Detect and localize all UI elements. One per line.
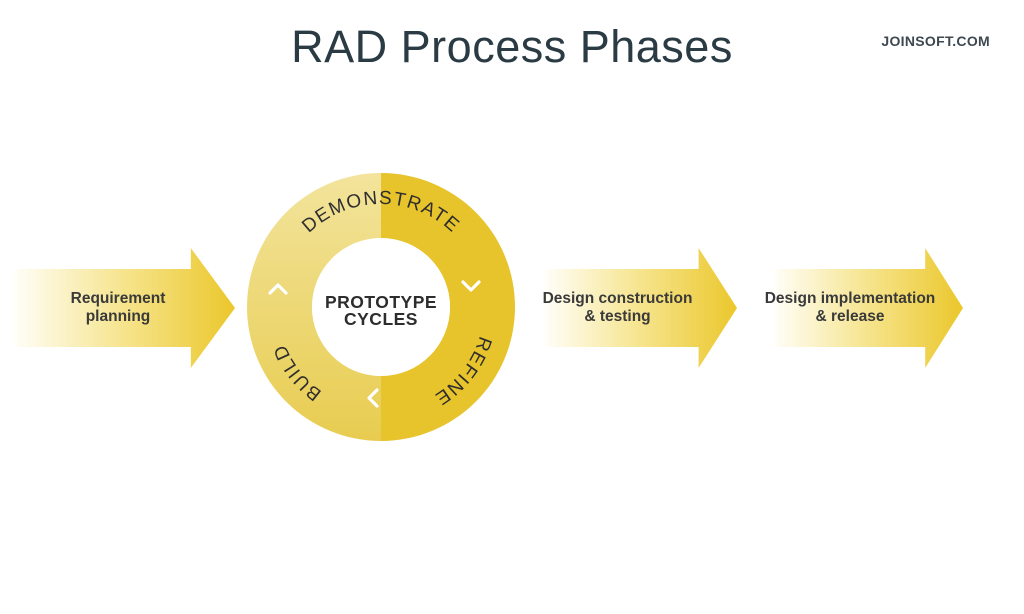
right-arrow-shape	[14, 248, 235, 368]
arrow-step-requirement-planning	[14, 248, 235, 368]
cycle-ring-left-half	[247, 173, 381, 441]
right-arrow-shape	[774, 248, 963, 368]
arrow-step-design-implementation	[774, 248, 963, 368]
step-label-line: Requirement	[70, 290, 166, 307]
step-label-line: Design construction	[542, 290, 693, 307]
step-label-line: Design implementation	[764, 290, 936, 307]
step-label-line: & testing	[584, 307, 651, 325]
site-watermark: JOINSOFT.COM	[881, 33, 990, 49]
page-title: RAD Process Phases	[291, 21, 733, 72]
cycle-center-label-line1: PROTOTYPE	[325, 292, 437, 312]
arrow-step-design-construction	[545, 248, 737, 368]
cycle-ring-right-half	[381, 173, 515, 441]
right-arrow-shape	[545, 248, 737, 368]
chevron-down-icon	[461, 280, 481, 292]
chevron-up-icon	[268, 283, 288, 295]
step-label-requirement-planning: Requirement planning	[18, 290, 218, 325]
step-label-line: & release	[815, 307, 885, 325]
prototype-cycle-diagram: DEMONSTRATE REFINE BUILD PROTOTYPE CYCLE…	[247, 173, 515, 441]
step-label-design-implementation: Design implementation & release	[730, 290, 970, 325]
cycle-inner-circle	[312, 238, 450, 376]
step-label-line: planning	[85, 307, 151, 325]
chevron-left-icon	[367, 388, 379, 408]
cycle-center-label-line2: CYCLES	[344, 309, 418, 329]
step-label-design-construction: Design construction & testing	[507, 290, 728, 325]
